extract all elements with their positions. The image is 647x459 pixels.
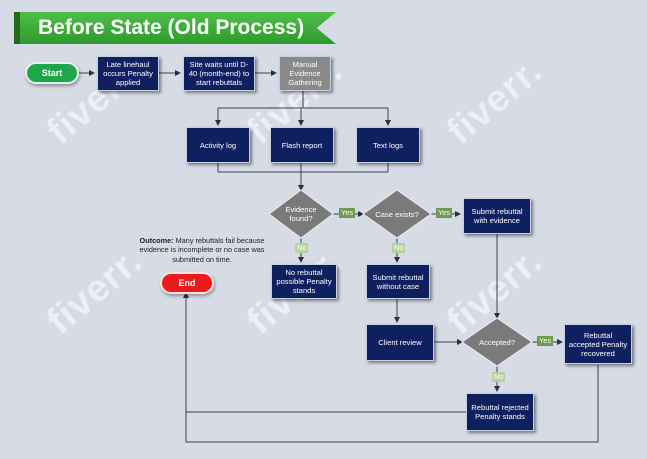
step-activity-log: Activity log (186, 127, 250, 163)
start-terminal: Start (25, 62, 79, 84)
decision-case-label: Case exists? (375, 209, 419, 219)
decision-accepted-diamond (461, 317, 533, 367)
step-submit-without-case: Submit rebuttal without case (366, 264, 430, 299)
step-text-logs: Text logs (356, 127, 420, 163)
decision-accepted-label: Accepted? (479, 337, 515, 347)
edge-label-no: No (492, 372, 506, 382)
decision-evidence-diamond (268, 189, 334, 239)
edge-label-no: No (392, 243, 406, 253)
outcome-note: Outcome: Many rebuttals fail because evi… (137, 236, 267, 264)
step-late-linehaul: Late linehaul occurs Penalty applied (97, 56, 159, 91)
step-manual-evidence: Manual Evidence Gathering (279, 56, 331, 91)
edge-label-yes: Yes (339, 208, 356, 218)
step-site-waits: Site waits until D-40 (month-end) to sta… (183, 56, 255, 91)
step-submit-with-evidence: Submit rebuttal with evidence (463, 198, 531, 234)
outcome-label: Outcome: (139, 236, 174, 245)
edge-label-yes: Yes (436, 208, 453, 218)
title-tab (14, 12, 20, 44)
step-rebuttal-accepted: Rebuttal accepted Penalty recovered (564, 324, 632, 364)
step-flash-report: Flash report (270, 127, 334, 163)
edge-label-yes: Yes (537, 336, 554, 346)
step-client-review: Client review (366, 324, 434, 361)
decision-case-diamond (362, 189, 432, 239)
edge-label-no: No (295, 243, 309, 253)
decision-evidence-label: Evidence found? (285, 205, 317, 223)
end-terminal: End (160, 272, 214, 294)
step-no-rebuttal: No rebuttal possible Penalty stands (271, 264, 337, 299)
page-title: Before State (Old Process) (14, 12, 336, 44)
step-rebuttal-rejected: Rebuttal rejected Penalty stands (466, 393, 534, 431)
outcome-text: Many rebuttals fail because evidence is … (139, 236, 265, 264)
